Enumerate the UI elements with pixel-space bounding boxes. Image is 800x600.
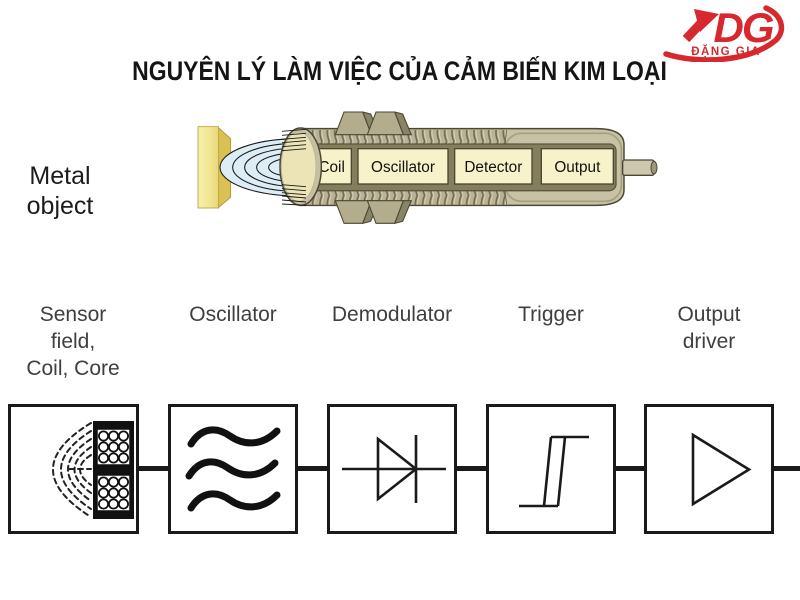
- connector-line: [298, 466, 327, 471]
- page-title: NGUYÊN LÝ LÀM VIỆC CỦA CẢM BIẾN KIM LOẠI: [132, 56, 668, 86]
- output-cable: [621, 159, 658, 176]
- stage-label-demodulator: Demodulator: [331, 303, 453, 326]
- connector-line: [616, 466, 644, 471]
- block-output-driver: [644, 404, 774, 534]
- block-demodulator: [327, 404, 457, 534]
- block-oscillator: [168, 404, 298, 534]
- oscillator-section-label: Oscillator: [371, 159, 435, 176]
- output-section-box: [540, 148, 614, 185]
- block-trigger: [486, 404, 616, 534]
- connector-line: [139, 466, 168, 471]
- connector-line: [774, 466, 800, 471]
- stage-label-sensor-field: Sensor field, Coil, Core: [26, 303, 120, 380]
- logo-arrow-icon: [694, 9, 719, 32]
- field-lines-into-face: [281, 128, 307, 206]
- stage-label-trigger: Trigger: [518, 303, 584, 326]
- oscillator-section-box: [357, 148, 449, 185]
- trigger-hysteresis-icon: [519, 435, 589, 508]
- oscillator-waves-icon: [185, 426, 281, 512]
- stage-label-oscillator: Oscillator: [189, 303, 277, 326]
- output-section-label: Output: [554, 159, 601, 176]
- connector-line: [457, 466, 486, 471]
- mounting-nuts: [334, 111, 413, 225]
- metal-object-label: Metal object: [26, 162, 94, 220]
- sensor-field-coil-core-icon: [52, 421, 134, 519]
- detector-section-box: [454, 148, 533, 185]
- block-sensor-field: [8, 404, 139, 534]
- demodulator-diode-icon: [342, 435, 446, 503]
- logo-monogram: DG: [714, 4, 774, 51]
- logo-swoosh: [663, 5, 785, 62]
- output-driver-amplifier-icon: [691, 432, 752, 507]
- sensor-internal-sections: Coil Oscillator Detector Output: [311, 148, 614, 185]
- coil-section-label: Coil: [318, 159, 344, 176]
- dang-gia-logo: DG ĐẶNG GIA: [663, 4, 785, 62]
- detector-section-label: Detector: [464, 159, 522, 176]
- sensor-face: [279, 127, 323, 207]
- sensor-body: Coil Oscillator Detector Output: [299, 111, 658, 225]
- stage-label-output-driver: Output driver: [677, 303, 741, 353]
- sensor-cutaway-illustration: Coil Oscillator Detector Output: [197, 111, 658, 225]
